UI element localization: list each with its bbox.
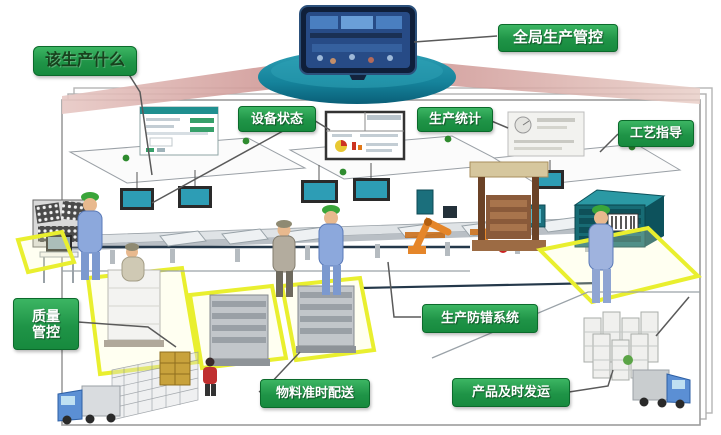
hanging-monitor xyxy=(301,165,338,203)
slat-crate xyxy=(296,285,356,353)
callout-error-proofing-system: 生产防错系统 xyxy=(422,304,538,333)
callout-quality-control: 质量 管控 xyxy=(13,298,79,350)
outbound-truck xyxy=(632,369,691,409)
wooden-booth xyxy=(469,161,549,251)
connector-error-proofing xyxy=(387,261,421,318)
worker-blue xyxy=(318,205,344,295)
slat-crate xyxy=(208,294,270,366)
connector-global-control xyxy=(413,35,498,43)
connector-lines xyxy=(77,35,690,393)
red-figure xyxy=(203,357,217,396)
worker-gray xyxy=(272,220,296,297)
wrapped-pallet xyxy=(104,269,164,347)
forklift-load xyxy=(159,351,191,386)
hanging-monitors xyxy=(120,160,564,210)
finished-goods-box-towers xyxy=(583,311,659,381)
callout-global-production-control: 全局生产管控 xyxy=(498,24,618,52)
floor-lane xyxy=(15,229,77,275)
worker-seated xyxy=(121,243,145,282)
equipment-status-monitor xyxy=(324,110,406,161)
callout-process-guidance: 工艺指导 xyxy=(618,120,694,147)
connector-process-guidance xyxy=(599,133,619,153)
callout-what-to-produce: 该生产什么 xyxy=(33,46,137,76)
hanging-monitor xyxy=(353,163,390,201)
quality-line1: 质量 xyxy=(32,307,60,324)
hanging-monitor xyxy=(120,172,154,210)
small-plant xyxy=(623,355,633,365)
callout-production-stats: 生产统计 xyxy=(417,107,493,132)
connector-product xyxy=(568,369,614,393)
beam-right xyxy=(390,58,700,104)
worker-blue xyxy=(77,192,103,280)
robot-arm xyxy=(408,217,452,254)
callout-product-shipping: 产品及时发运 xyxy=(452,378,570,407)
hanging-monitor xyxy=(178,170,212,208)
connector-quality xyxy=(77,321,177,348)
control-room-screen xyxy=(299,5,417,80)
order-form-window xyxy=(139,106,219,156)
inbound-truck xyxy=(57,385,121,425)
connector-equipment-left xyxy=(151,130,284,204)
connector-boxes xyxy=(655,296,690,337)
worker-blue xyxy=(588,205,614,303)
quality-line2: 管控 xyxy=(32,324,60,340)
workers xyxy=(77,192,614,303)
connector-what-to-produce xyxy=(127,72,153,176)
callout-material-jit-delivery: 物料准时配送 xyxy=(260,379,370,408)
callout-equipment-status: 设备状态 xyxy=(238,106,316,132)
production-stats-panel xyxy=(507,111,585,157)
